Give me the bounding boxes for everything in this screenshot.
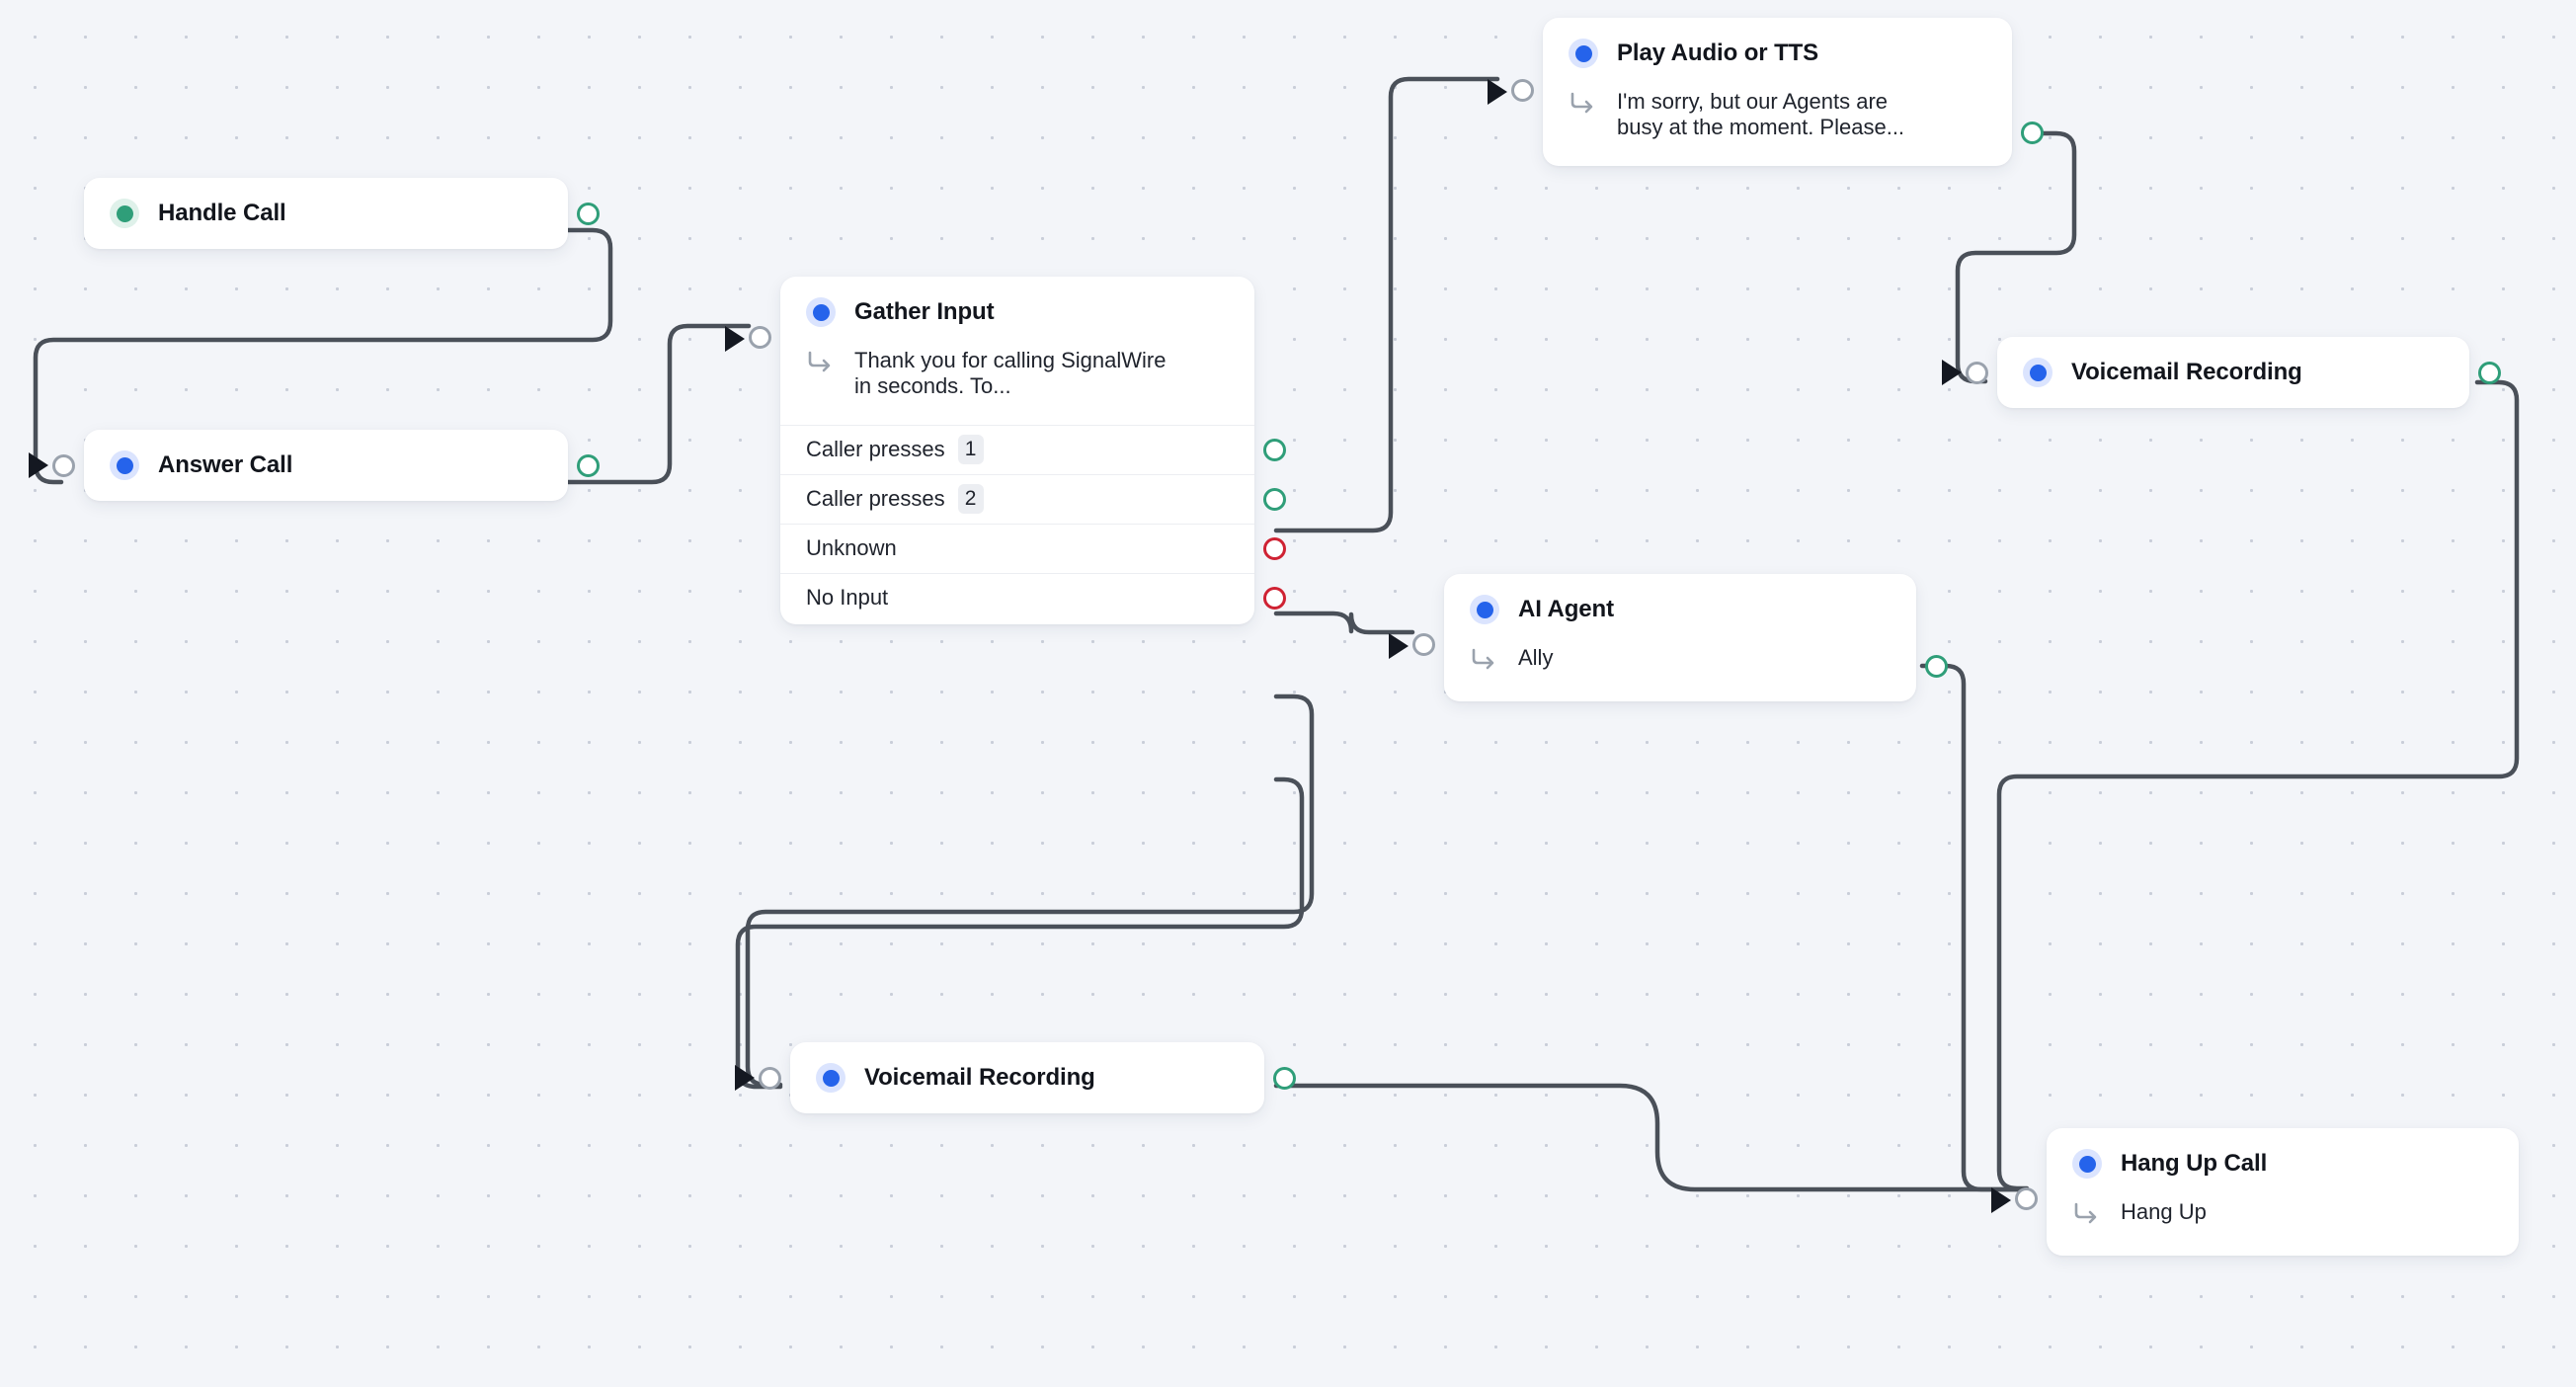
node-voicemail-recording-right[interactable]: Voicemail Recording [1942, 337, 2501, 408]
node-handle-call[interactable]: Handle Call [84, 178, 600, 249]
status-dot-icon [1470, 595, 1499, 624]
node-hang-up-call[interactable]: Hang Up Call Hang Up [1991, 1128, 2519, 1256]
subtask-arrow-icon [1569, 91, 1598, 140]
node-title: Hang Up Call [2121, 1150, 2268, 1177]
status-dot-icon [816, 1063, 845, 1093]
node-subtitle-row: Thank you for calling SignalWire in seco… [780, 348, 1254, 425]
node-header: Handle Call [84, 178, 568, 249]
edge-arrowhead-icon [725, 326, 745, 352]
node-subtitle: Hang Up [2121, 1199, 2207, 1224]
edge-agent-to-hangup [1919, 663, 2030, 1192]
node-header: Play Audio or TTS [1543, 18, 2012, 89]
option-error-port[interactable] [1263, 536, 1286, 560]
node-title: Voicemail Recording [2071, 359, 2302, 385]
edge-arrowhead-icon [1488, 79, 1507, 105]
node-header: AI Agent [1444, 574, 1916, 645]
subtask-arrow-icon [806, 350, 836, 399]
edge-arrowhead-icon [1389, 633, 1409, 659]
node-header: Gather Input [780, 277, 1254, 348]
node-title: Gather Input [854, 298, 995, 325]
input-port[interactable] [1412, 633, 1435, 656]
edge-unknown-to-voicemail [745, 694, 1315, 1088]
output-port[interactable] [577, 202, 600, 225]
option-output-port[interactable] [1263, 438, 1286, 461]
node-title: Handle Call [158, 200, 286, 226]
option-label: Caller presses [806, 437, 945, 462]
input-port[interactable] [1966, 361, 1988, 384]
edge-arrowhead-icon [1991, 1187, 2011, 1213]
node-header: Answer Call [84, 430, 568, 501]
option-row-caller-presses-2[interactable]: Caller presses 2 [780, 473, 1286, 524]
node-answer-call[interactable]: Answer Call [29, 430, 600, 501]
edge-voicemail-right-to-hangup [1996, 379, 2520, 1191]
output-port[interactable] [2478, 361, 2501, 384]
node-voicemail-recording-bottom[interactable]: Voicemail Recording [735, 1042, 1296, 1113]
output-port[interactable] [2021, 122, 2044, 144]
option-row-unknown[interactable]: Unknown [780, 523, 1286, 573]
node-title: Play Audio or TTS [1617, 40, 1819, 66]
node-header: Voicemail Recording [1997, 337, 2469, 408]
input-port[interactable] [749, 326, 771, 349]
status-dot-icon [110, 199, 139, 228]
edge-voicemail-bottom-to-hangup [1273, 1083, 2030, 1192]
output-port[interactable] [1925, 655, 1948, 678]
option-row-caller-presses-1[interactable]: Caller presses 1 [780, 424, 1286, 474]
option-label: Unknown [806, 535, 897, 561]
option-row-no-input[interactable]: No Input [780, 572, 1286, 622]
input-port[interactable] [759, 1066, 781, 1090]
edge-gather2-to-agent [1273, 611, 1415, 635]
edge-arrowhead-icon [1942, 360, 1962, 385]
subtask-arrow-icon [1470, 647, 1499, 676]
node-play-audio-or-tts[interactable]: Play Audio or TTS I'm sorry, but our Age… [1488, 18, 2044, 166]
option-output-port[interactable] [1263, 487, 1286, 511]
edge-arrowhead-icon [735, 1065, 755, 1091]
option-error-port[interactable] [1263, 586, 1286, 610]
node-header: Voicemail Recording [790, 1042, 1264, 1113]
status-dot-icon [2072, 1149, 2102, 1179]
output-port[interactable] [1273, 1066, 1296, 1090]
node-title: Answer Call [158, 451, 293, 478]
option-badge: 2 [957, 484, 984, 515]
node-subtitle: Ally [1518, 645, 1554, 670]
status-dot-icon [110, 450, 139, 480]
subtask-arrow-icon [2072, 1201, 2102, 1230]
input-port[interactable] [2015, 1187, 2038, 1210]
edge-noinput-to-voicemail [735, 776, 1305, 1090]
status-dot-icon [1569, 39, 1598, 68]
node-subtitle: I'm sorry, but our Agents are busy at th… [1617, 89, 1905, 139]
input-port[interactable] [1511, 79, 1534, 102]
status-dot-icon [806, 297, 836, 327]
edge-arrowhead-icon [29, 452, 48, 478]
node-gather-input[interactable]: Gather Input Thank you for calling Signa… [725, 277, 1286, 624]
node-title: Voicemail Recording [864, 1064, 1095, 1091]
input-port[interactable] [52, 453, 75, 477]
node-ai-agent[interactable]: AI Agent Ally [1389, 574, 1948, 701]
option-label: No Input [806, 585, 889, 611]
node-subtitle-row: Hang Up [2047, 1199, 2519, 1256]
output-port[interactable] [577, 453, 600, 477]
status-dot-icon [2023, 358, 2053, 387]
option-label: Caller presses [806, 486, 945, 512]
node-subtitle-row: Ally [1444, 645, 1916, 701]
node-title: AI Agent [1518, 596, 1614, 622]
option-badge: 1 [957, 435, 984, 465]
node-subtitle-row: I'm sorry, but our Agents are busy at th… [1543, 89, 2012, 166]
edge-gather1-to-play [1273, 76, 1500, 533]
node-subtitle: Thank you for calling SignalWire in seco… [854, 348, 1167, 398]
node-header: Hang Up Call [2047, 1128, 2519, 1199]
